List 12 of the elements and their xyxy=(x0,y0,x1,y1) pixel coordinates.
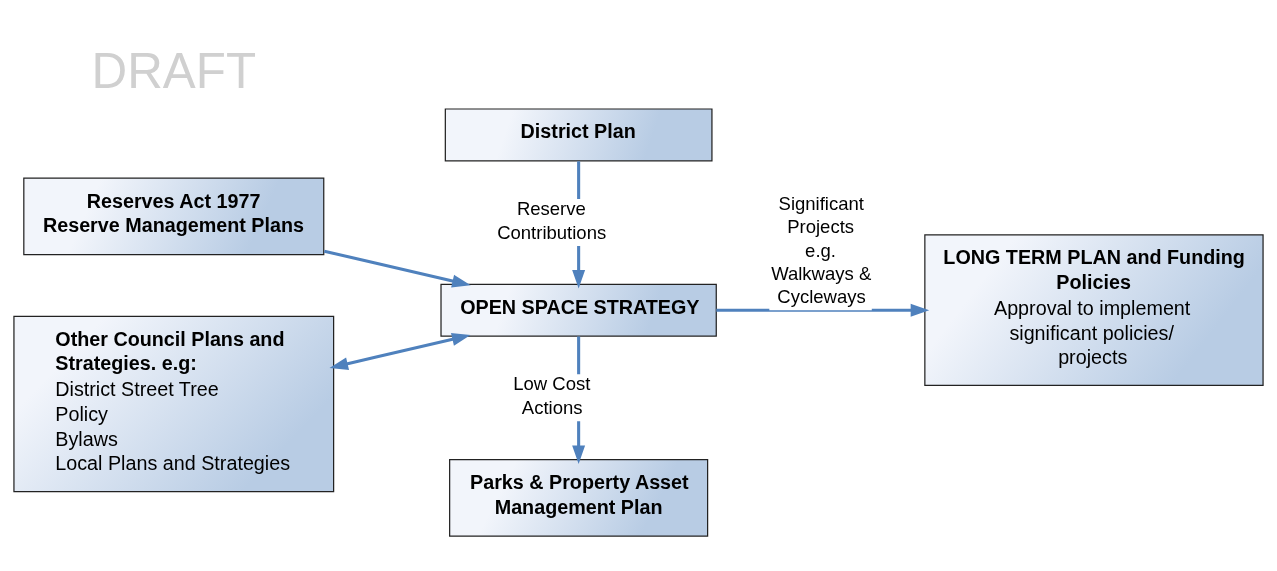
edge-label: Low Cost Actions xyxy=(513,373,591,418)
node-box: Parks & Property Asset Management Plan xyxy=(449,458,709,537)
edge-label: Reserve Contributions xyxy=(497,198,607,243)
arrow xyxy=(323,249,471,288)
node-box: District Plan xyxy=(444,108,713,162)
node-box: OPEN SPACE STRATEGY xyxy=(440,283,717,337)
arrow xyxy=(716,303,930,317)
arrow xyxy=(329,332,471,371)
node-box: Reserves Act 1977 Reserve Management Plans xyxy=(23,177,325,256)
node-box: Other Council Plans and Strategies. e.g: District Street Tree Policy Bylaws Local Plans and Strategies xyxy=(13,315,335,493)
edge-label: Significant Projects e.g. Walkways & Cycleways xyxy=(771,192,872,308)
node-box: LONG TERM PLAN and Funding Policies Approval to implement significant policies/ projects xyxy=(924,234,1264,387)
